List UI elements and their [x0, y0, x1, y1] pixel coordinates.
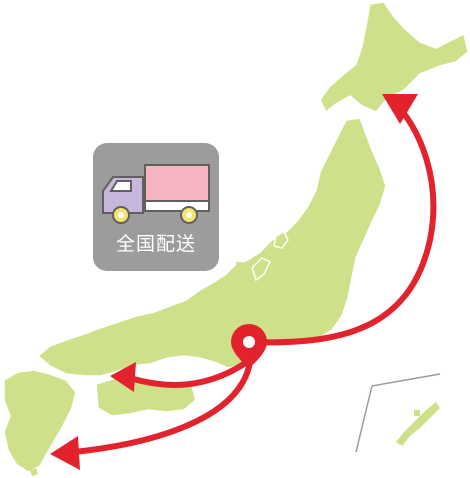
arrowhead-shikoku: [110, 362, 136, 392]
delivery-truck-icon: [102, 164, 210, 224]
arrow-to-shikoku: [127, 357, 253, 388]
okinawa-islet: [414, 410, 420, 416]
okinawa: [396, 402, 440, 446]
arrow-to-hokkaido: [247, 101, 437, 346]
badge-label: 全国配送: [115, 233, 196, 255]
small-island: [236, 262, 244, 270]
kyushu: [3, 369, 77, 473]
islet: [10, 404, 18, 414]
arrowhead-hokkaido: [382, 94, 418, 124]
arrow-to-kyushu: [71, 359, 253, 455]
nationwide-delivery-badge: 全国配送: [93, 143, 219, 271]
arrowhead-kyushu: [50, 436, 80, 470]
noto-peninsula: [251, 257, 272, 282]
islet: [30, 468, 38, 476]
location-pin-icon: [231, 324, 267, 368]
inset-border: [355, 373, 441, 453]
sado-island: [273, 230, 289, 249]
honshu: [36, 117, 387, 377]
